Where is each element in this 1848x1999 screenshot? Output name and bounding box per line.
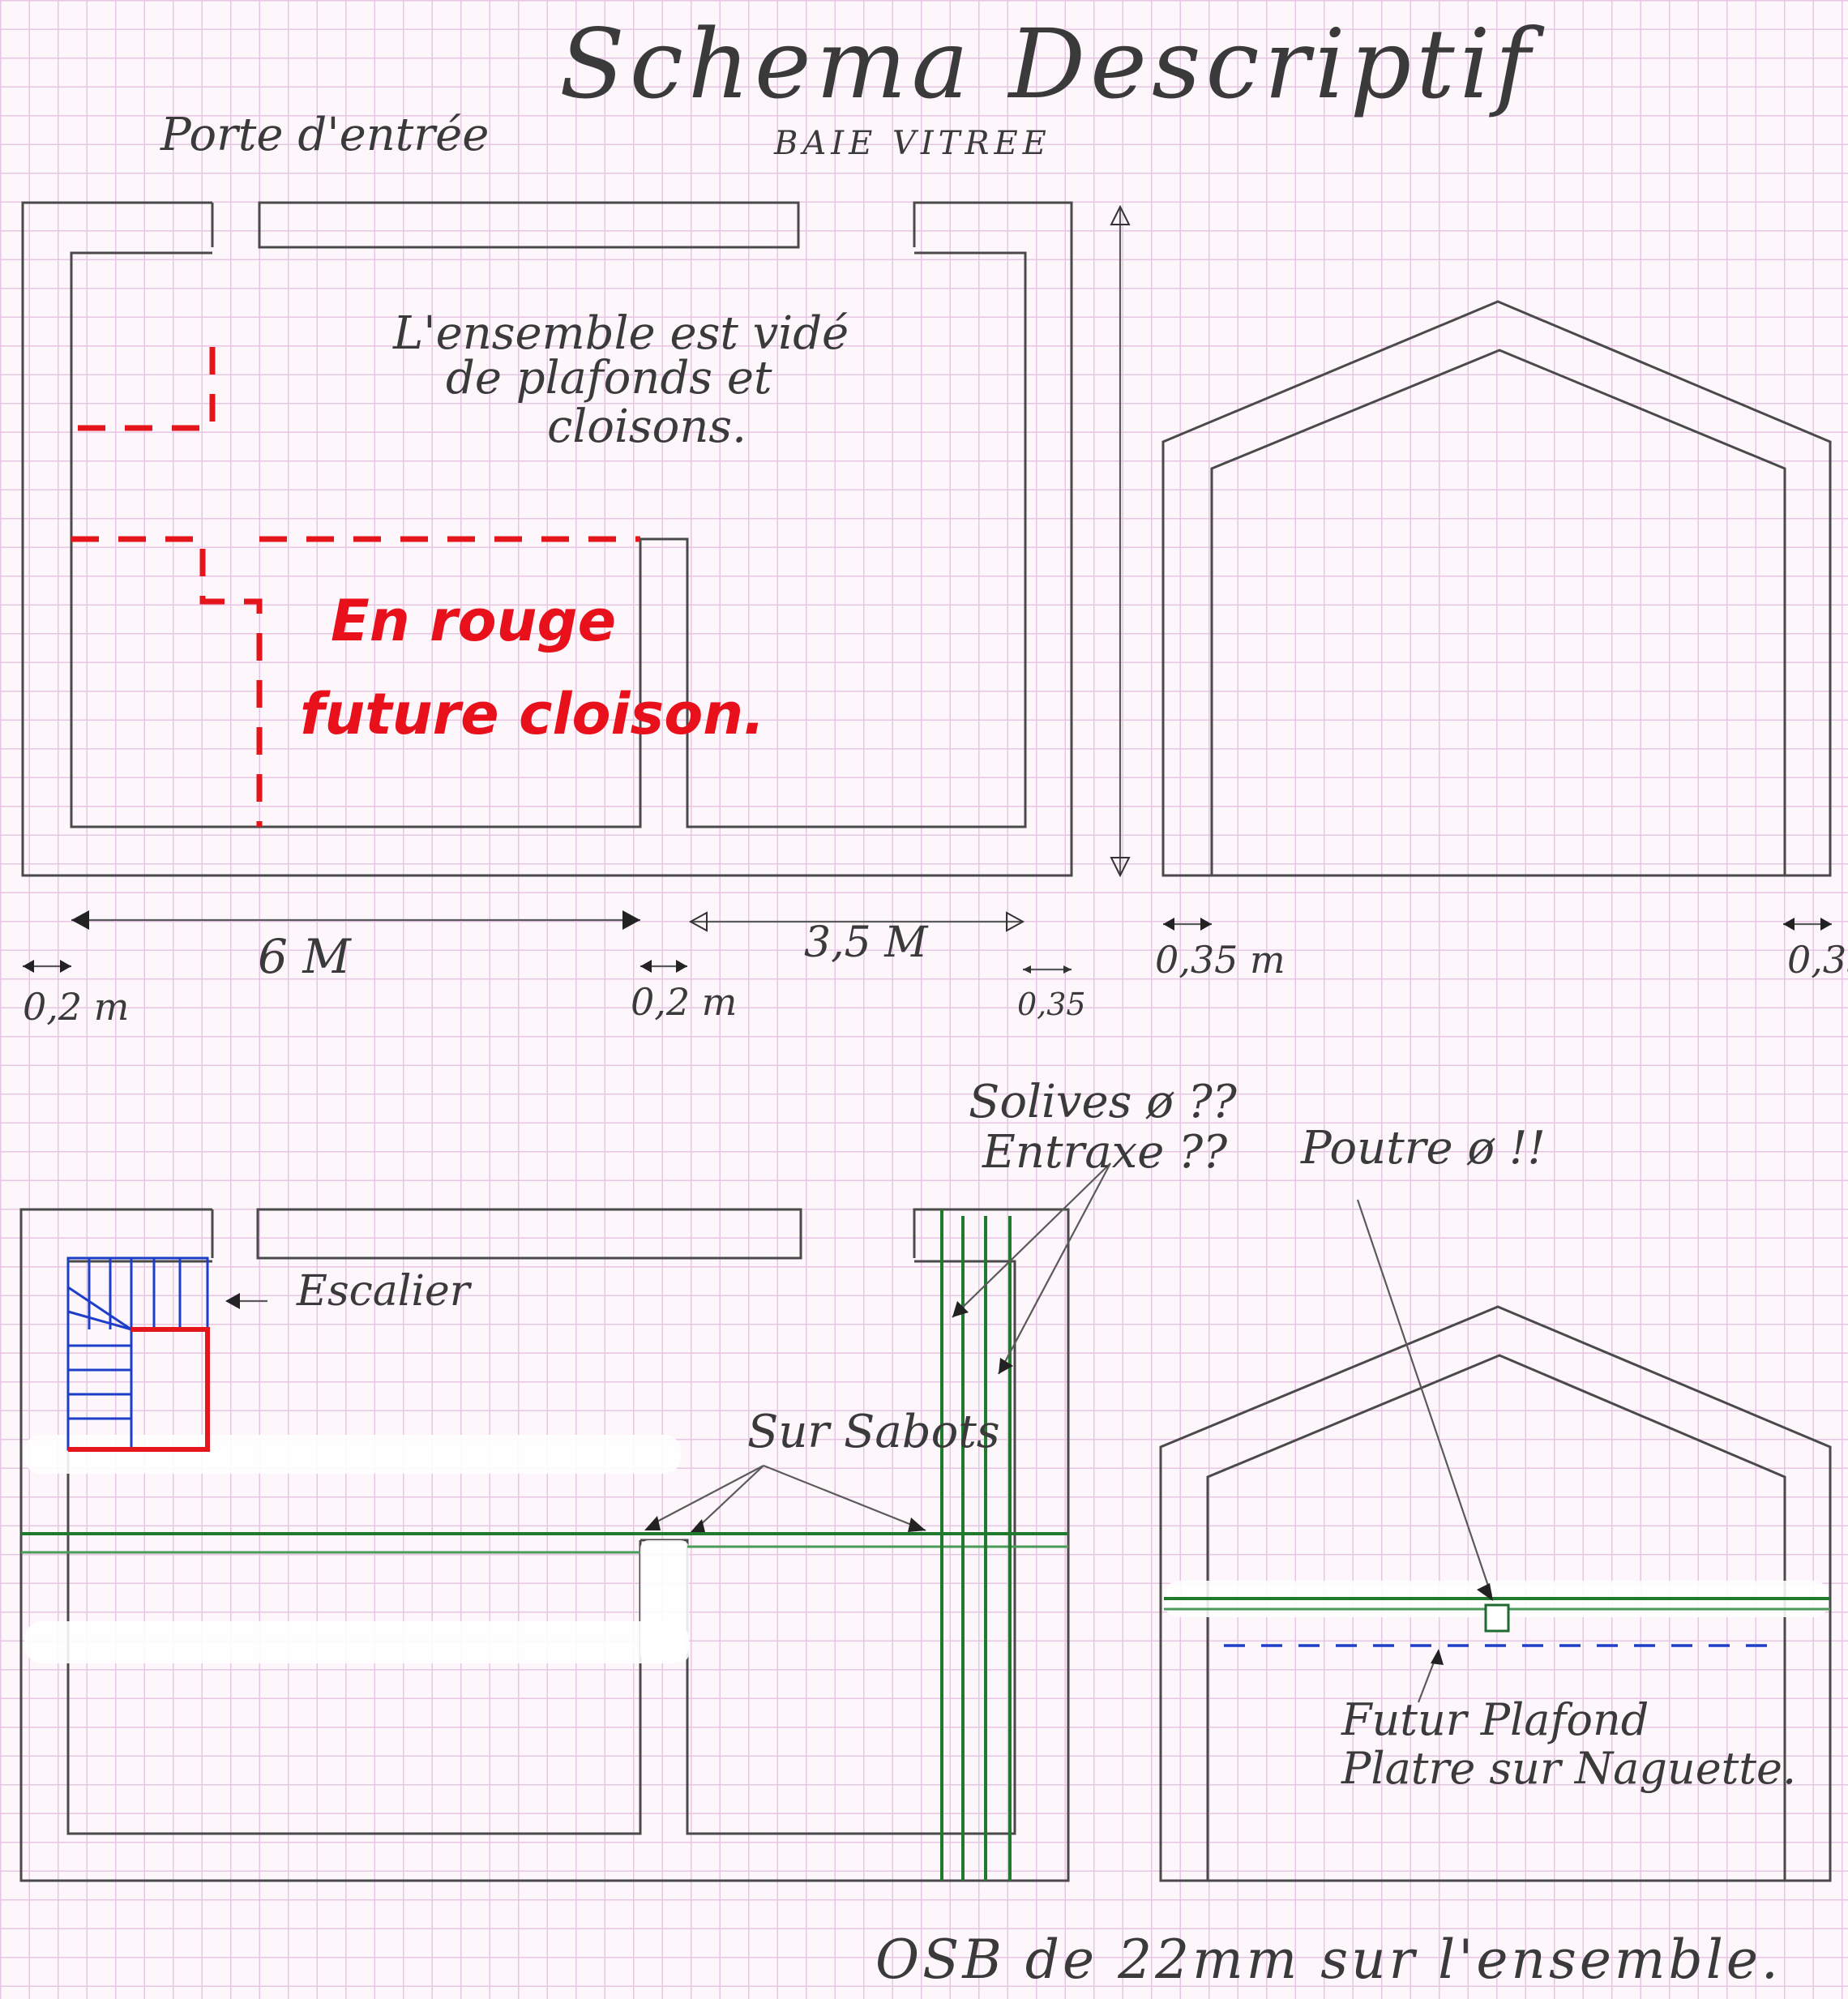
red-note-line2: future cloison.	[300, 681, 765, 747]
dim-wall-left: 0,2 m	[23, 985, 129, 1029]
dim-wall-right: 0,35	[1017, 987, 1086, 1022]
osb-note: OSB de 22mm sur l'ensemble.	[875, 1928, 1782, 1991]
note-emptied-line2: de plafonds et	[446, 352, 772, 405]
staircase-drawing	[66, 1256, 210, 1452]
staircase-label: Escalier	[296, 1267, 473, 1316]
false-ceiling-line2: Platre sur Naguette.	[1341, 1743, 1796, 1794]
dim-length-main: 6 M	[258, 929, 352, 984]
future-partition-upper	[71, 347, 216, 431]
page-title: Schema Descriptif	[559, 8, 1545, 120]
beam-label: Poutre ø !!	[1300, 1122, 1546, 1175]
on-blocks-label: Sur Sabots	[747, 1406, 1000, 1458]
bottom-floor-plan	[19, 1162, 1111, 1882]
false-ceiling-line1: Futur Plafond	[1341, 1694, 1649, 1745]
entry-door-label: Porte d'entrée	[160, 109, 489, 161]
red-note-line1: En rouge	[331, 588, 616, 654]
note-emptied-line1: L'ensemble est vidé	[392, 307, 849, 360]
top-floor-plan	[21, 201, 1073, 877]
joists-label-line1: Solives ø ??	[969, 1076, 1238, 1128]
top-dimension-lines	[23, 204, 1832, 974]
bay-window-label: BAIE VITREE	[773, 125, 1051, 162]
top-gable-section	[1161, 300, 1832, 877]
joists-label-line2: Entraxe ??	[982, 1126, 1228, 1179]
dim-wall-mid: 0,2 m	[631, 980, 737, 1024]
dim-length-secondary: 3,5 M	[804, 918, 929, 967]
beam-section	[1484, 1603, 1510, 1633]
dim-gable-right: 0,35	[1787, 938, 1848, 982]
dim-gable-left: 0,35 m	[1155, 938, 1285, 982]
future-partition-lower	[71, 536, 263, 827]
bottom-gable-section	[1159, 1199, 1832, 1882]
note-emptied-line3: cloisons.	[547, 400, 746, 453]
